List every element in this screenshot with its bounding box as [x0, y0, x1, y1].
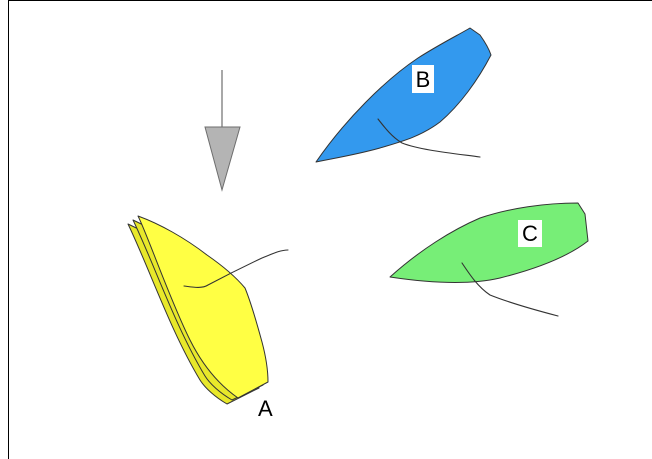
boat-b-tiller-line [377, 118, 481, 158]
boat-b-label: B [416, 67, 431, 92]
wind-arrow-head [204, 126, 241, 192]
boat-a-label: A [258, 396, 273, 421]
boat-a-hull [137, 215, 269, 399]
boat-a: A [127, 215, 289, 421]
boat-b-hull [315, 27, 492, 163]
boat-c-hull [389, 202, 589, 283]
wind-direction-arrow-icon [204, 70, 241, 192]
boat-a-tiller-line [183, 249, 289, 288]
boat-b-label-background [412, 65, 434, 93]
boat-c: C [389, 202, 589, 317]
boat-c-label-background [518, 220, 542, 247]
boat-b: B [315, 27, 492, 163]
boat-c-tiller-line [461, 262, 559, 317]
boat-c-label: C [522, 221, 538, 246]
